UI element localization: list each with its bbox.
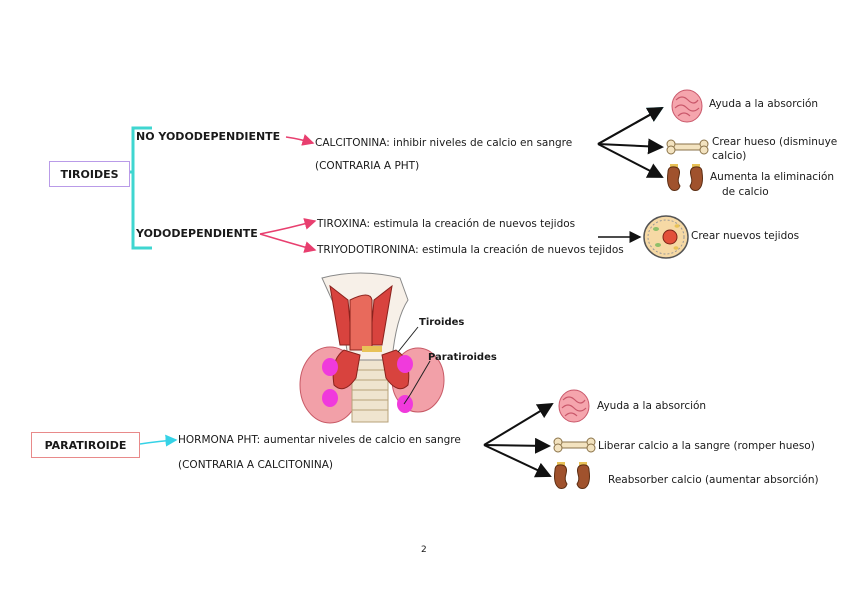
- kidney-icon: [668, 164, 703, 191]
- tiroides-effect2-line1: Crear hueso (disminuye: [712, 136, 837, 149]
- tiroides-effect3-line2: de calcio: [722, 186, 769, 199]
- calcitonina-note: (CONTRARIA A PHT): [315, 160, 419, 173]
- hormona-text: HORMONA PHT: aumentar niveles de calcio …: [178, 434, 461, 447]
- tiroides-label: TIROIDES: [60, 168, 118, 181]
- label-paratiroides-image: Paratiroides: [428, 351, 497, 364]
- bone-icon: [554, 438, 595, 452]
- tiroides-effect2-line2: calcio): [712, 150, 746, 163]
- label-tiroides-image: Tiroides: [419, 316, 464, 329]
- intestine-icon: [559, 390, 589, 422]
- arrow-effect2: [598, 144, 662, 147]
- intestine-icon: [672, 90, 702, 122]
- arrow-para-effect1: [484, 404, 552, 445]
- page-number: 2: [421, 544, 427, 557]
- arrow-tiroxina: [260, 221, 315, 234]
- triyodo-text: TRIYODOTIRONINA: estimula la creación de…: [317, 244, 624, 257]
- paratiroide-label: PARATIROIDE: [45, 439, 127, 452]
- paratiroide-effect3: Reabsorber calcio (aumentar absorción): [608, 474, 819, 487]
- arrow-triyodo: [260, 234, 315, 250]
- kidney-icon: [555, 462, 590, 489]
- bone-icon: [667, 140, 708, 154]
- tiroxina-text: TIROXINA: estimula la creación de nuevos…: [317, 218, 575, 231]
- paratiroide-box: PARATIROIDE: [31, 432, 140, 458]
- arrow-para-effect3: [484, 445, 550, 476]
- paratiroide-effect1: Ayuda a la absorción: [597, 400, 706, 413]
- tiroides-effect1: Ayuda a la absorción: [709, 98, 818, 111]
- arrow-para-effect2: [484, 445, 549, 446]
- hormona-note: (CONTRARIA A CALCITONINA): [178, 459, 333, 472]
- arrow-no-yodo: [286, 137, 313, 143]
- tiroides-effect3-line1: Aumenta la eliminación: [710, 171, 834, 184]
- tiroides-effect4: Crear nuevos tejidos: [691, 230, 799, 243]
- tiroides-box: TIROIDES: [49, 161, 130, 187]
- arrow-paratiroide: [140, 440, 176, 444]
- thyroid-illustration: [300, 273, 444, 423]
- cell-icon: [644, 216, 688, 258]
- arrow-effect3: [598, 144, 662, 177]
- no-yodo-label: NO YODODEPENDIENTE: [136, 130, 280, 143]
- paratiroide-effect2: Liberar calcio a la sangre (romper hueso…: [598, 440, 815, 453]
- yodo-label: YODODEPENDIENTE: [136, 227, 258, 240]
- calcitonina-text: CALCITONINA: inhibir niveles de calcio e…: [315, 137, 572, 150]
